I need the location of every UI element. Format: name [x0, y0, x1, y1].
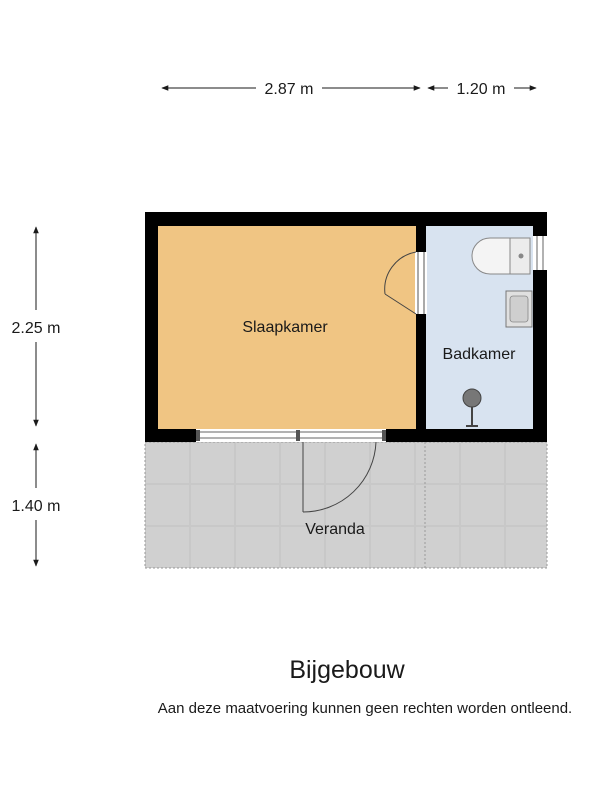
dimension-label-depth-main: 2.25 m	[12, 320, 61, 337]
room-label-bedroom: Slaapkamer	[242, 319, 328, 336]
bedroom-floor	[158, 226, 416, 429]
disclaimer-text: Aan deze maatvoering kunnen geen rechten…	[157, 700, 573, 717]
dimension-label-depth-veranda: 1.40 m	[12, 498, 61, 515]
interior-door	[384, 251, 427, 315]
dimension-top-right: 1.20 m	[427, 81, 537, 98]
dimension-label-width-main: 2.87 m	[265, 81, 314, 98]
room-label-bathroom: Badkamer	[443, 346, 517, 363]
sink-icon	[505, 290, 533, 328]
room-label-veranda: Veranda	[305, 521, 365, 538]
front-door	[196, 429, 386, 513]
dimension-label-width-bath: 1.20 m	[457, 81, 506, 98]
toilet-icon	[471, 237, 531, 275]
dimension-top-left: 2.87 m	[161, 81, 421, 98]
veranda-floor	[145, 442, 547, 568]
dimension-left-lower: 1.40 m	[12, 443, 61, 567]
dimension-left-upper: 2.25 m	[12, 226, 61, 427]
veranda	[144, 441, 548, 569]
bathroom-window	[533, 236, 547, 270]
shower-icon	[462, 388, 482, 427]
page-title: Bijgebouw	[289, 656, 405, 684]
